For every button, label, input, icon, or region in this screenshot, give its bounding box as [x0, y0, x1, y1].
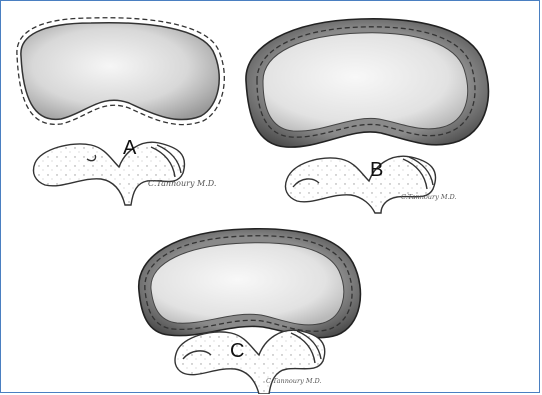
posterior-elements-b — [285, 156, 435, 213]
panel-b-label: B — [370, 159, 383, 181]
panel-a-signature: C.Tannoury M.D. — [148, 179, 216, 188]
panel-c: C C.Tannoury M.D. — [139, 229, 361, 394]
panel-c-signature: C.Tannoury M.D. — [266, 377, 322, 385]
posterior-elements-a — [33, 142, 184, 205]
panel-a: A C.Tannoury M.D. — [17, 18, 224, 205]
panel-c-label: C — [230, 340, 244, 362]
panel-a-label: A — [123, 137, 137, 159]
disc-c-nucleus — [151, 243, 344, 325]
panel-b-signature: C.Tannoury M.D. — [401, 193, 457, 201]
disc-b-nucleus — [263, 33, 468, 131]
panel-b: B C.Tannoury M.D. — [246, 19, 488, 213]
